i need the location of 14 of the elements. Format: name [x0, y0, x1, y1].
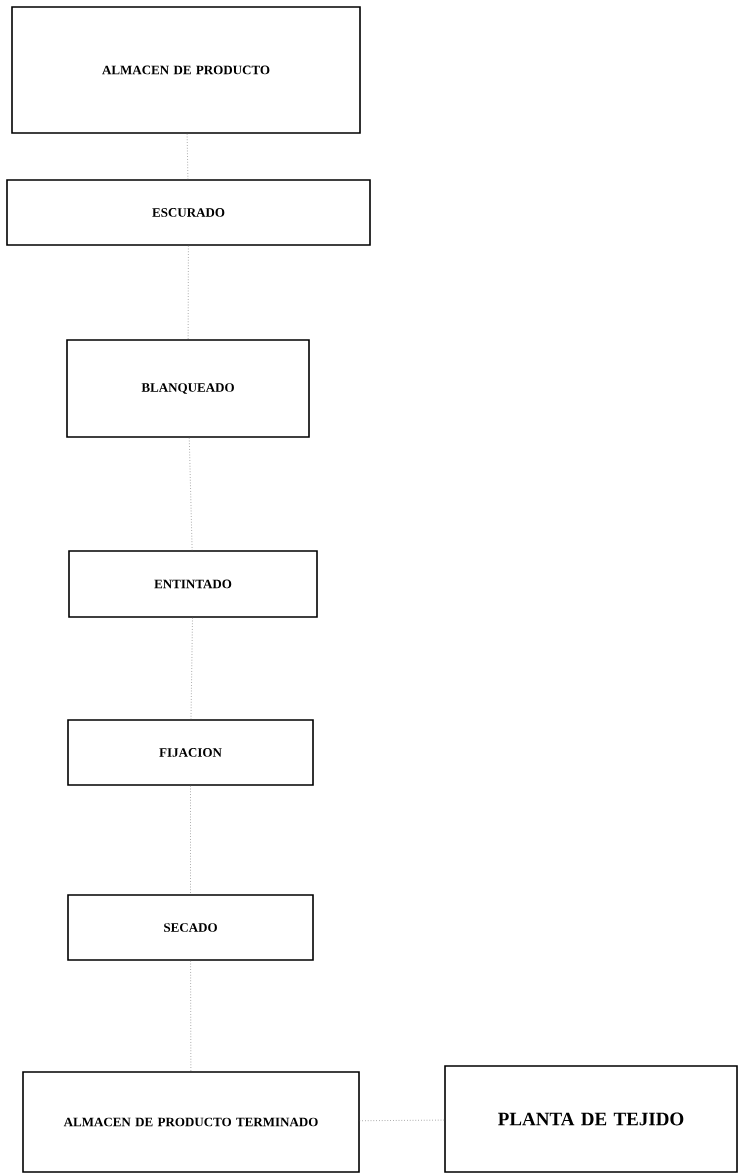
process-box: ESCURADO — [6, 179, 371, 246]
connector-line — [187, 245, 189, 340]
process-box: FIJACION — [67, 719, 314, 786]
connector-line — [188, 437, 193, 551]
connector-line — [359, 1119, 445, 1122]
process-box: ENTINTADO — [68, 550, 318, 618]
process-box: ALMACEN DE PRODUCTO TERMINADO — [22, 1071, 360, 1173]
process-box: ALMACEN DE PRODUCTO — [11, 6, 361, 134]
process-box: PLANTA DE TEJIDO — [444, 1065, 738, 1173]
process-box: SECADO — [67, 894, 314, 961]
connector-line — [190, 785, 191, 895]
connector-line — [190, 617, 193, 720]
connector-line — [186, 133, 189, 180]
process-box: BLANQUEADO — [66, 339, 310, 438]
